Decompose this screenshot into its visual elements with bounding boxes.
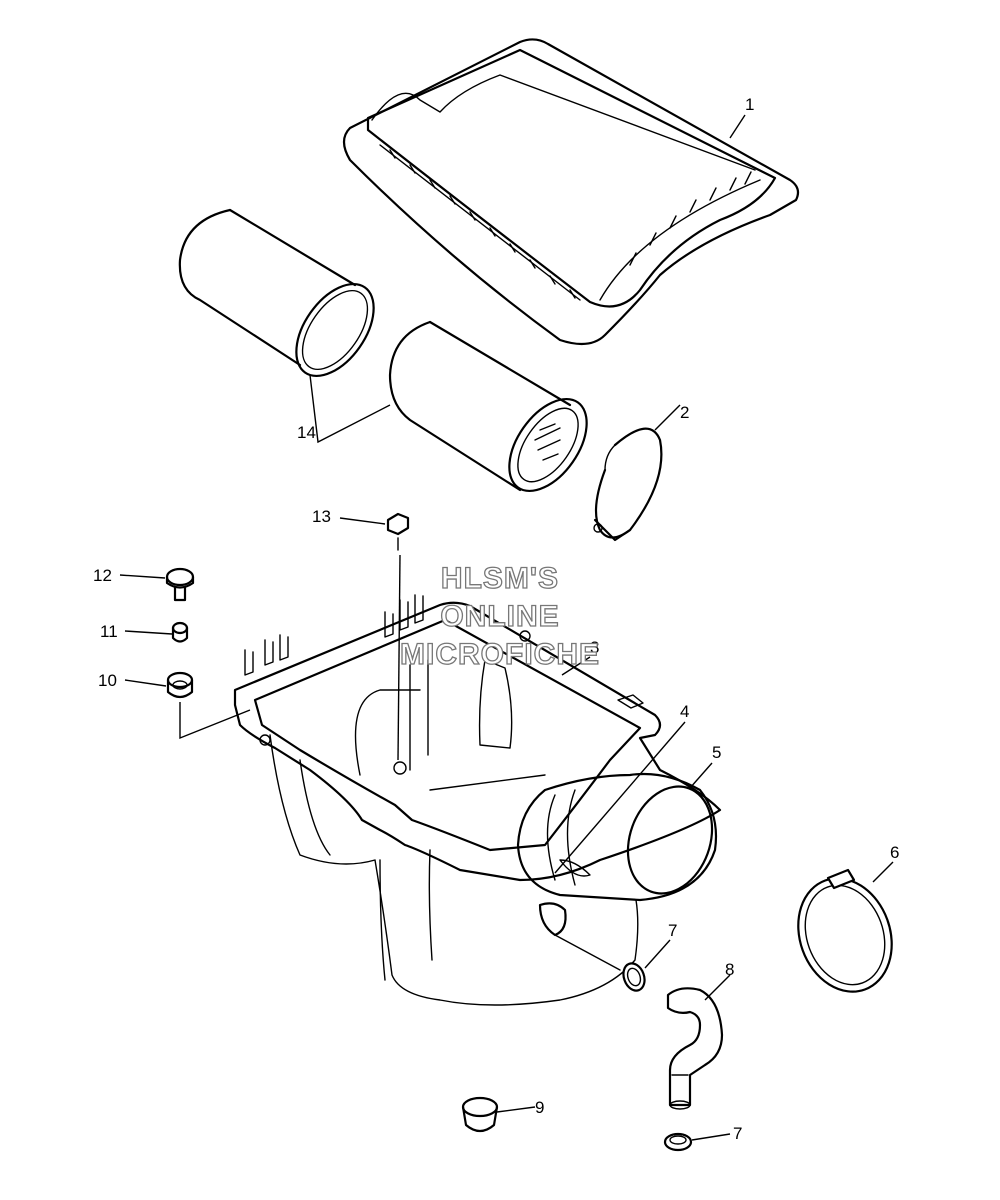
leader-2 <box>654 404 681 431</box>
air-box-cover <box>342 38 800 346</box>
callout-9: 9 <box>535 1098 544 1117</box>
cap <box>461 1096 499 1133</box>
small-clamp-upper <box>622 962 646 992</box>
watermark-line-2: ONLINE <box>440 600 559 633</box>
grommet <box>166 671 194 699</box>
callout-8: 8 <box>725 960 734 979</box>
callout-6: 6 <box>890 843 899 862</box>
filter-clamp <box>593 427 663 542</box>
leader-10 <box>124 679 167 687</box>
screw <box>165 567 195 602</box>
callout-3: 3 <box>590 638 599 657</box>
bushing <box>171 621 189 643</box>
air-box <box>233 594 722 1006</box>
leader-12 <box>119 574 166 579</box>
callout-14: 14 <box>297 423 316 442</box>
elbow-hose <box>666 987 724 1110</box>
leader-8 <box>704 974 731 1001</box>
callout-11: 11 <box>100 622 118 641</box>
watermark-line-3: MICROFICHE <box>400 638 600 671</box>
leader-1 <box>729 114 746 139</box>
leader-4 <box>554 721 686 874</box>
leader-5 <box>689 762 713 789</box>
callout-13: 13 <box>312 507 331 526</box>
callout-10: 10 <box>98 671 117 690</box>
callout-7b: 7 <box>733 1124 742 1143</box>
leader-7a <box>644 939 671 969</box>
leader-11 <box>124 630 173 635</box>
intake-boot <box>516 772 718 902</box>
leader-7b <box>691 1133 731 1141</box>
callout-4: 4 <box>680 702 689 721</box>
small-clamp-lower <box>663 1132 693 1152</box>
callout-7a: 7 <box>668 921 677 940</box>
callout-12: 12 <box>93 566 112 585</box>
leader-10-grommet <box>179 702 251 740</box>
callout-5: 5 <box>712 743 721 762</box>
leader-3 <box>561 656 591 676</box>
leader-13 <box>339 517 386 525</box>
callout-1: 1 <box>745 95 754 114</box>
leader-9 <box>496 1106 536 1113</box>
leader-6 <box>872 861 894 883</box>
small-nut <box>386 512 410 551</box>
leader-14 <box>309 374 391 444</box>
air-filter-elements <box>178 208 588 493</box>
leader-13-drop <box>397 554 401 761</box>
watermark: HLSM'S ONLINE MICROFICHE <box>399 561 600 671</box>
watermark-line-1: HLSM'S <box>441 562 559 595</box>
hose-clamp <box>797 868 893 993</box>
callout-2: 2 <box>680 403 689 422</box>
